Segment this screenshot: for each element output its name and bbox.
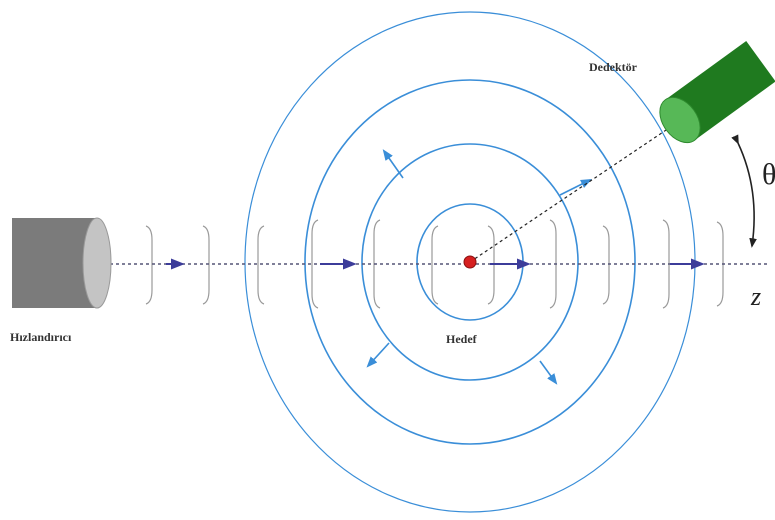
detector-label: Dedektör	[589, 60, 638, 74]
target-label: Hedef	[446, 332, 478, 346]
wave-ring-2	[361, 143, 579, 381]
accelerator-icon	[12, 217, 112, 309]
scattered-wave-arrows	[366, 149, 593, 385]
detector-icon	[659, 40, 775, 144]
angle-arc	[731, 134, 757, 248]
detection-line	[469, 121, 679, 263]
target-icon	[463, 255, 477, 269]
wave-ring-3	[304, 79, 636, 445]
angle-label: θ	[762, 158, 775, 191]
accelerator-label: Hızlandırıcı	[10, 330, 72, 344]
axis-label: z	[750, 282, 761, 311]
